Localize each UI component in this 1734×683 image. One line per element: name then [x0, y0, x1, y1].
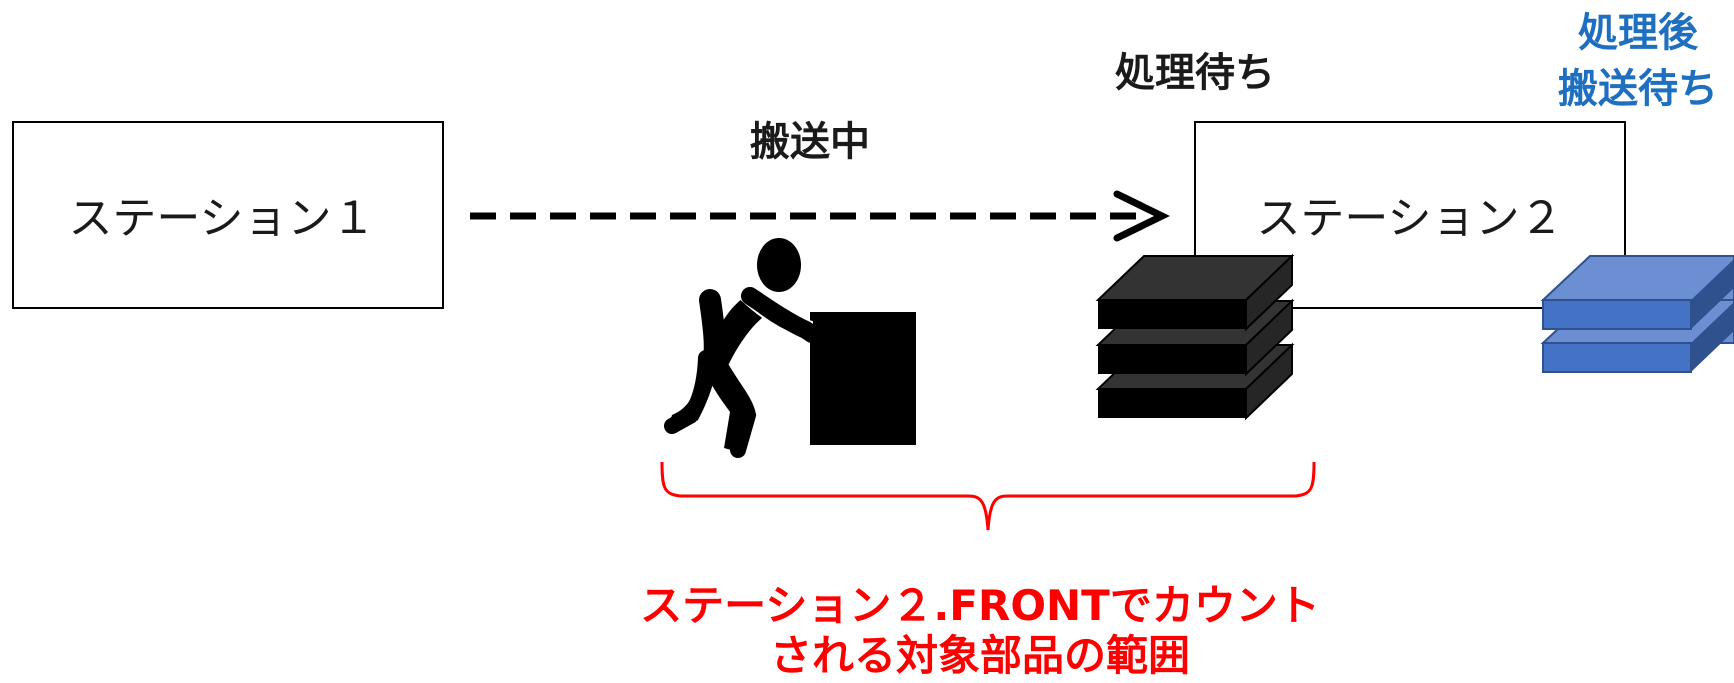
station-2-label: ステーション２: [1256, 193, 1563, 244]
station-1-box: [12, 121, 444, 309]
in-transit-label: 搬送中: [750, 119, 870, 165]
station-1: ステーション１: [12, 121, 444, 309]
station-1-label: ステーション１: [68, 193, 375, 244]
range-brace: [660, 461, 1316, 531]
post-process-waiting-label-line1: 処理後: [1578, 10, 1699, 56]
stacked-parts-icon: [1095, 253, 1295, 421]
caption-line-1: ステーション２.FRONTでカウント: [640, 581, 1320, 630]
blue-stacked-parts-icon: [1540, 255, 1734, 373]
caption-line-2: される対象部品の範囲: [770, 631, 1190, 680]
post-process-waiting-label-line2: 搬送待ち: [1558, 66, 1718, 112]
worker-pushing-box-icon: [664, 238, 916, 458]
waiting-processing-label: 処理待ち: [1115, 50, 1275, 96]
dashed-arrow-icon: [470, 190, 1170, 242]
